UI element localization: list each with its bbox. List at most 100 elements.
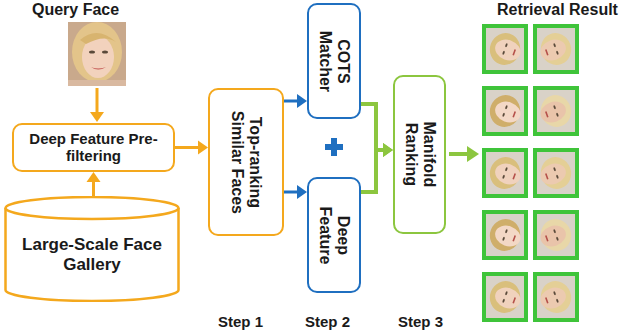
node-text: Deep Feature Pre-filtering — [19, 130, 169, 165]
thumbnail-part — [505, 229, 508, 233]
thumbnail-part — [505, 105, 508, 109]
thumbnail-part — [537, 214, 575, 256]
thumbnail-part — [485, 215, 525, 256]
thumbnail-part — [538, 284, 569, 312]
thumbnail-part — [502, 237, 505, 241]
thumbnail-part — [502, 299, 505, 303]
thumbnail-part — [485, 215, 524, 255]
thumbnail-part — [538, 160, 569, 188]
thumbnail-part — [545, 49, 549, 55]
thumbnail-part — [492, 36, 523, 64]
thumbnail-part — [485, 153, 524, 193]
thumbnail-part — [505, 43, 508, 47]
thumbnail-part — [512, 111, 516, 117]
result-thumbnail — [482, 24, 528, 74]
thumbnail-part — [485, 91, 525, 132]
connector-line — [92, 180, 95, 196]
thumbnail-part — [545, 111, 549, 117]
process-box: COTS Matcher — [307, 3, 361, 119]
thumbnail-part — [533, 210, 579, 260]
thumbnail-part — [556, 51, 559, 55]
thumbnail-part — [512, 49, 516, 55]
thumbnail-part — [536, 29, 575, 69]
result-thumbnails — [482, 24, 579, 322]
node-text: Large-Scale Face Gallery — [12, 235, 172, 274]
result-thumbnail — [482, 148, 528, 198]
thumbnail-part — [482, 24, 528, 74]
thumbnail-part — [537, 276, 575, 318]
database-cylinder: Large-Scale Face Gallery — [4, 196, 180, 302]
arrow-head — [383, 143, 393, 157]
arrow-head — [198, 141, 208, 155]
thumbnail-part — [482, 86, 528, 136]
connector-line — [175, 146, 200, 149]
thumbnail-part — [482, 210, 528, 260]
thumbnail-part — [535, 215, 575, 256]
connector-line — [284, 100, 299, 103]
thumbnail-part — [553, 291, 556, 295]
thumbnail-part — [553, 167, 556, 171]
thumbnail-part — [485, 29, 525, 70]
process-box: Manifold Ranking — [393, 75, 446, 234]
result-thumbnail — [533, 86, 579, 136]
thumbnail-part — [512, 173, 516, 179]
heading-label: Query Face — [32, 1, 119, 19]
thumbnail-part — [535, 277, 575, 318]
arrow-head — [297, 185, 307, 199]
flow-arrow — [87, 172, 101, 196]
process-box: Top-ranking Similar Faces — [208, 88, 284, 236]
thumbnail-part — [486, 28, 524, 70]
step-label: Step 3 — [398, 313, 443, 330]
thumbnail-part — [538, 98, 569, 126]
thumbnail-part — [556, 175, 559, 179]
thumbnail-part — [485, 153, 525, 194]
result-thumbnail — [482, 210, 528, 260]
connector-line — [361, 104, 385, 150]
thumbnail-part — [536, 91, 575, 131]
thumbnail-part — [553, 229, 556, 233]
thumbnail-part — [502, 51, 505, 55]
thumbnail-part — [556, 237, 559, 241]
thumbnail-part — [537, 28, 575, 70]
thumbnail-part — [482, 148, 528, 198]
thumbnail-part — [485, 277, 525, 318]
thumbnail-part — [535, 153, 575, 194]
plus-symbol — [325, 138, 343, 156]
thumbnail-part — [553, 43, 556, 47]
node-text: Deep Feature — [316, 190, 353, 280]
thumbnail-part — [545, 235, 549, 241]
flow-arrow — [284, 94, 307, 108]
thumbnail-part — [538, 36, 569, 64]
thumbnail-part — [505, 291, 508, 295]
thumbnail-part — [536, 153, 575, 193]
thumbnail-part — [537, 152, 575, 194]
thumbnail-part — [553, 105, 556, 109]
thumbnail-part — [536, 277, 575, 317]
thumbnail-part — [485, 277, 524, 317]
thumbnail-part — [482, 272, 528, 322]
node-text: Top-ranking Similar Faces — [228, 102, 265, 222]
query-arrow — [90, 88, 104, 122]
heading-label: Retrieval Result — [497, 1, 618, 19]
thumbnail-part — [535, 91, 575, 132]
thumbnail-part — [533, 24, 579, 74]
flow-arrow — [284, 185, 307, 199]
thumbnail-part — [502, 175, 505, 179]
thumbnail-part — [505, 167, 508, 171]
cylinder-top — [6, 197, 179, 219]
thumbnail-part — [545, 297, 549, 303]
result-thumbnail — [533, 24, 579, 74]
arrow-head — [297, 94, 307, 108]
process-box: Deep Feature Pre-filtering — [12, 123, 175, 172]
thumbnail-part — [492, 222, 523, 250]
query-face-photo — [68, 22, 126, 86]
result-thumbnail — [533, 210, 579, 260]
thumbnail-part — [545, 173, 549, 179]
thumbnail-part — [538, 222, 569, 250]
arrow-head — [87, 172, 101, 182]
cylinder-body — [6, 208, 179, 301]
thumbnail-part — [486, 90, 524, 132]
thumbnail-part — [502, 113, 505, 117]
node-text: Manifold Ranking — [401, 104, 438, 204]
thumbnail-part — [512, 235, 516, 241]
